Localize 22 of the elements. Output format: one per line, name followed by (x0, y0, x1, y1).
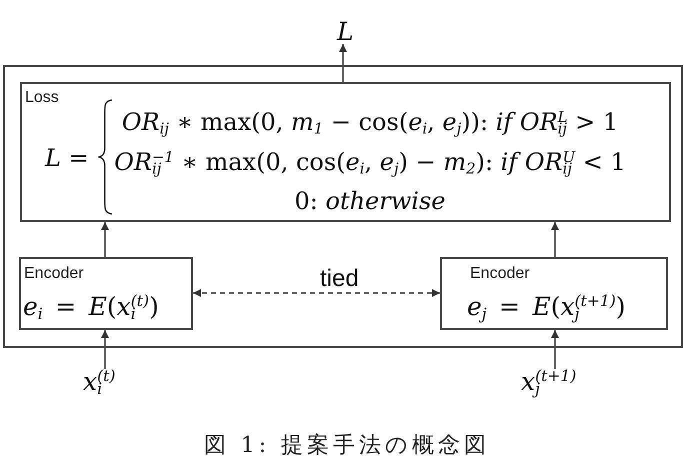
arrow (101, 330, 109, 369)
process-box (440, 257, 668, 330)
caption: 図 1: 提案手法の概念図 (202, 433, 492, 460)
formula: e$_{i}$ = E(x$_{i}$$^{(t)}$) (23, 293, 159, 320)
formula: L = (45, 145, 89, 172)
process-box (19, 257, 193, 330)
arrow (551, 330, 559, 369)
frame (3, 65, 683, 348)
double-arrow (193, 289, 440, 297)
formula: e$_{j}$ = E(x$_{j}$$^{(t+1)}$) (467, 293, 626, 320)
heading: Encoder (470, 266, 530, 282)
arrow (101, 222, 109, 257)
variable-label: L (337, 19, 354, 44)
heading: Encoder (24, 266, 84, 282)
arrow (339, 44, 347, 82)
formula: 0: otherwise (294, 188, 446, 214)
formula: OR$_{ij}$ ∗ max(0, m$_{1}$ − cos(e$_{i}$, e$_{j}$)): if OR$_{ij}$$^{L}$ > 1 (122, 109, 618, 136)
formula-box (20, 82, 671, 222)
formula: OR$_{ij}$$^{−1}$ ∗ max(0, cos(e$_{i}$, e$_{j}$) − m$_{2}$): if OR$_{ij}$$^{U}$ < 1 (114, 149, 626, 176)
edge-label: tied (320, 269, 359, 290)
heading: Loss (25, 90, 59, 106)
arrow (551, 222, 559, 257)
